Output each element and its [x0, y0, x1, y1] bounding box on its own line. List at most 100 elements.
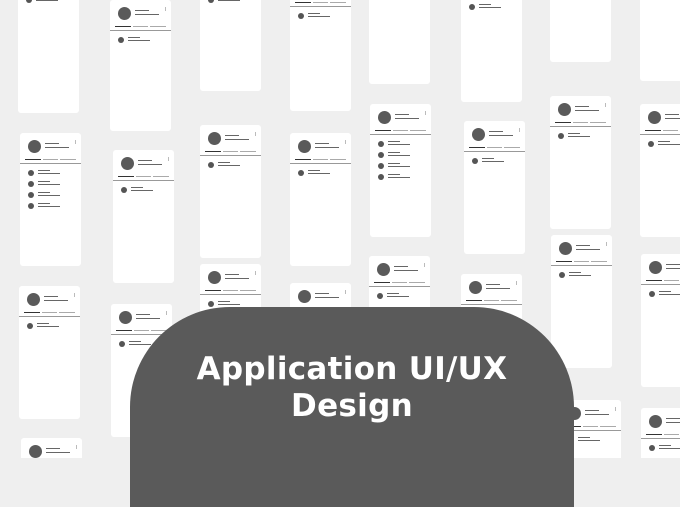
tab-placeholder — [374, 282, 390, 283]
list-title-placeholder — [569, 272, 581, 273]
avatar-placeholder-icon — [121, 157, 134, 170]
list-avatar-icon — [121, 187, 127, 193]
tab-placeholder — [663, 434, 680, 435]
wireframe-screen-card — [113, 150, 174, 283]
wireframe-screen-card — [551, 235, 612, 368]
more-menu-icon — [76, 445, 77, 449]
wireframe-screen-card — [550, 0, 611, 62]
header-subtext-placeholder — [135, 14, 159, 15]
tab-bar-placeholder — [24, 159, 77, 160]
list-subtitle-placeholder — [658, 144, 680, 145]
avatar-placeholder-icon — [208, 271, 221, 284]
avatar-placeholder-icon — [648, 111, 661, 124]
header-subtext-placeholder — [486, 288, 510, 289]
avatar-placeholder-icon — [377, 263, 390, 276]
header-divider — [560, 430, 621, 431]
header-subtext-placeholder — [665, 118, 680, 119]
list-subtitle-placeholder — [482, 161, 504, 162]
list-title-placeholder — [128, 37, 140, 38]
tab-placeholder — [41, 312, 58, 313]
header-text-placeholder — [225, 135, 239, 136]
list-subtitle-placeholder — [308, 16, 330, 17]
header-divider — [370, 134, 431, 135]
header-divider — [550, 126, 611, 127]
avatar-placeholder-icon — [559, 242, 572, 255]
list-avatar-icon — [648, 141, 654, 147]
tab-placeholder — [312, 159, 329, 160]
header-text-placeholder — [44, 296, 58, 297]
more-menu-icon — [75, 140, 76, 144]
wireframe-screen-card — [461, 0, 522, 102]
header-subtext-placeholder — [315, 147, 339, 148]
tab-placeholder — [555, 122, 571, 123]
tab-placeholder — [662, 130, 679, 131]
header-subtext-placeholder — [395, 118, 419, 119]
list-title-placeholder — [482, 158, 494, 159]
list-title-placeholder — [131, 187, 143, 188]
list-avatar-icon — [27, 323, 33, 329]
tab-bar-placeholder — [554, 122, 607, 123]
more-menu-icon — [519, 128, 520, 132]
tab-placeholder — [646, 280, 662, 281]
list-subtitle-placeholder — [659, 294, 680, 295]
header-divider — [464, 151, 525, 152]
tab-placeholder — [295, 2, 311, 3]
header-subtext-placeholder — [575, 110, 599, 111]
more-menu-icon — [345, 290, 346, 294]
list-subtitle-placeholder — [38, 195, 60, 196]
list-title-placeholder — [38, 170, 50, 171]
header-text-placeholder — [225, 274, 239, 275]
header-text-placeholder — [575, 106, 589, 107]
header-text-placeholder — [315, 143, 329, 144]
list-title-placeholder — [479, 4, 491, 5]
list-subtitle-placeholder — [388, 144, 410, 145]
wireframe-screen-card — [18, 0, 79, 113]
list-subtitle-placeholder — [37, 326, 59, 327]
list-title-placeholder — [38, 181, 50, 182]
tab-placeholder — [116, 330, 132, 331]
list-avatar-icon — [558, 133, 564, 139]
wireframe-screen-card — [290, 0, 351, 111]
tab-bar-placeholder — [115, 330, 168, 331]
tab-placeholder — [24, 312, 40, 313]
tab-placeholder — [222, 151, 239, 152]
list-avatar-icon — [28, 181, 34, 187]
list-avatar-icon — [472, 158, 478, 164]
header-divider — [641, 438, 680, 439]
wireframe-screen-card — [21, 438, 82, 458]
avatar-placeholder-icon — [29, 445, 42, 458]
wireframe-screen-card — [110, 0, 171, 131]
list-subtitle-placeholder — [129, 344, 151, 345]
list-avatar-icon — [298, 170, 304, 176]
tab-bar-placeholder — [645, 434, 680, 435]
tab-bar-placeholder — [644, 130, 680, 131]
tab-placeholder — [645, 130, 661, 131]
list-avatar-icon — [26, 0, 32, 3]
wireframe-screen-card — [369, 0, 430, 84]
header-text-placeholder — [585, 410, 599, 411]
wireframe-screen-card — [550, 96, 611, 229]
more-menu-icon — [516, 281, 517, 285]
list-title-placeholder — [218, 162, 230, 163]
list-avatar-icon — [469, 4, 475, 10]
header-text-placeholder — [576, 245, 590, 246]
tab-placeholder — [330, 159, 346, 160]
tab-bar-placeholder — [23, 312, 76, 313]
wireframe-screen-card — [19, 286, 80, 419]
wireframe-screen-card — [200, 125, 261, 258]
avatar-placeholder-icon — [28, 140, 41, 153]
tab-placeholder — [312, 2, 329, 3]
avatar-placeholder-icon — [298, 140, 311, 153]
tab-placeholder — [409, 282, 425, 283]
header-text-placeholder — [666, 418, 680, 419]
header-text-placeholder — [138, 160, 152, 161]
list-title-placeholder — [568, 133, 580, 134]
header-divider — [200, 155, 261, 156]
tab-placeholder — [222, 290, 239, 291]
tab-placeholder — [240, 290, 256, 291]
tab-placeholder — [556, 261, 572, 262]
tab-placeholder — [153, 176, 169, 177]
list-avatar-icon — [649, 291, 655, 297]
tab-placeholder — [135, 176, 152, 177]
tab-placeholder — [118, 176, 134, 177]
